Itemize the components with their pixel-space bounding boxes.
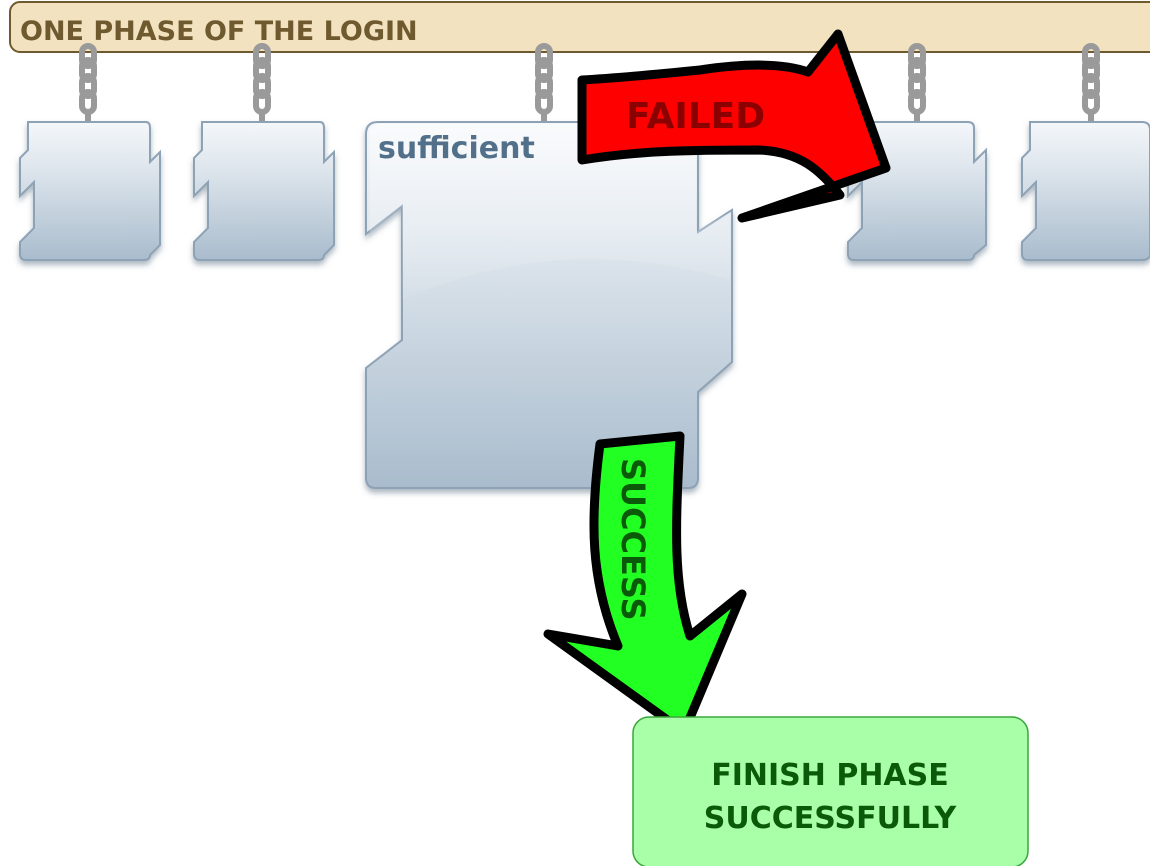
module-3-sufficient: sufficient <box>365 121 733 489</box>
chain-icon <box>256 46 268 130</box>
chain-icon <box>1085 46 1097 130</box>
success-arrow: SUCCESS <box>543 431 747 737</box>
success-label: SUCCESS <box>614 458 652 621</box>
module-1 <box>19 121 161 261</box>
finish-phase-box: FINISH PHASE SUCCESSFULLY <box>632 716 1029 866</box>
finish-phase-panel <box>632 716 1029 866</box>
phase-header-bar <box>9 1 1150 53</box>
module-3-gloss <box>370 124 730 300</box>
phase-header: ONE PHASE OF THE LOGIN <box>9 1 1150 53</box>
module-5-block <box>1021 121 1150 261</box>
finish-line-1: FINISH PHASE <box>711 758 949 793</box>
chain-icon <box>82 46 94 130</box>
module-2 <box>193 121 335 261</box>
phase-title: ONE PHASE OF THE LOGIN <box>20 16 418 47</box>
success-arrow-shape <box>543 431 747 737</box>
module-2-block <box>193 121 335 261</box>
module-5 <box>1021 121 1150 261</box>
finish-line-2: SUCCESSFULLY <box>704 801 958 836</box>
chain-icon <box>911 46 923 130</box>
module-1-block <box>19 121 161 261</box>
module-3-label: sufficient <box>378 131 535 166</box>
failed-arrow: FAILED <box>577 29 891 223</box>
failed-arrow-shape <box>577 29 891 223</box>
chain-icon <box>538 46 550 130</box>
failed-label: FAILED <box>626 96 765 137</box>
